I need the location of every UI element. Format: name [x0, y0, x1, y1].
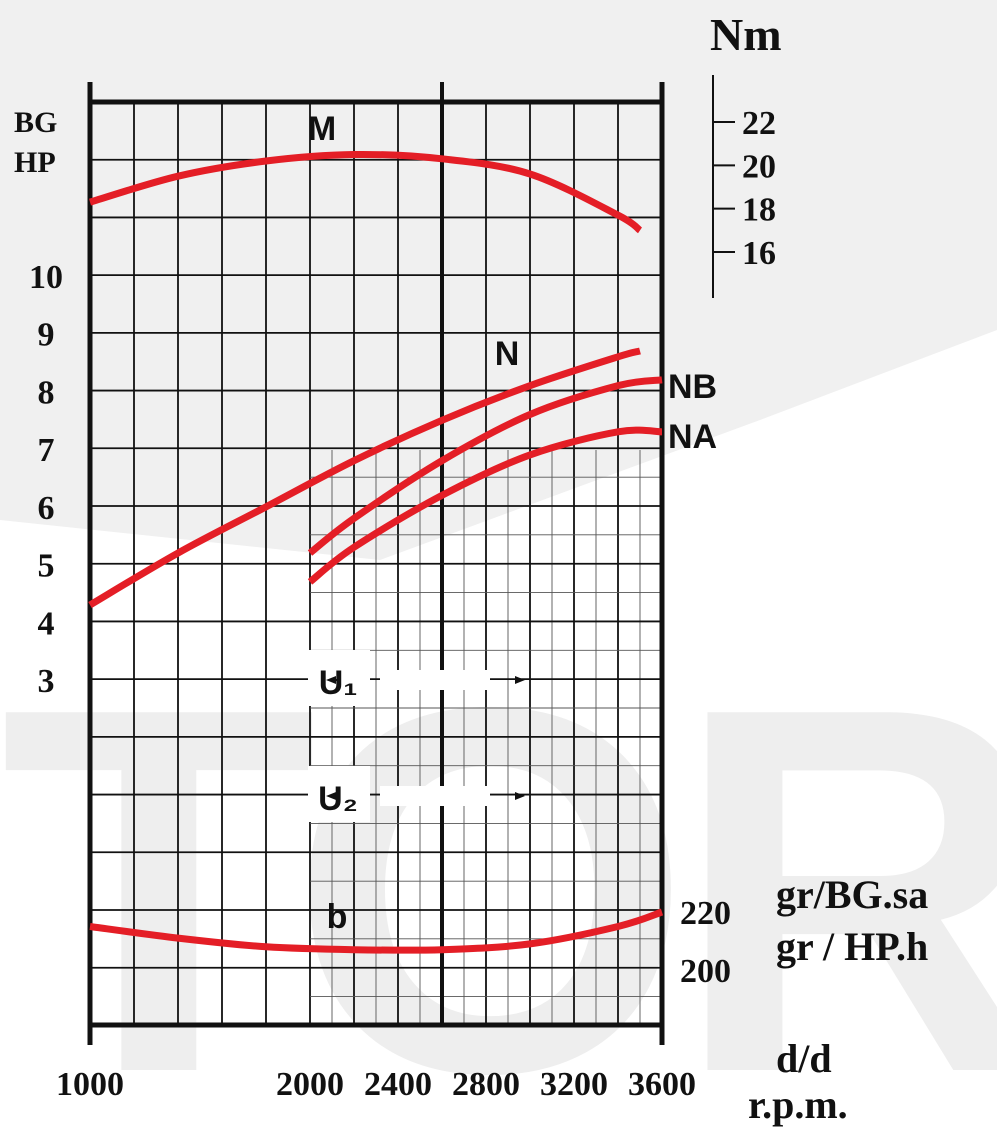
- range-label-1: U₁: [319, 664, 358, 702]
- power-tick-label: 6: [38, 490, 55, 527]
- consumption-unit-line1: gr/BG.sa: [776, 872, 928, 917]
- x-tick-label: 2000: [276, 1066, 344, 1103]
- series-label-na: NA: [668, 418, 717, 456]
- power-unit-bg: BG: [14, 106, 57, 139]
- power-tick-label: 4: [38, 605, 55, 642]
- torque-tick-label: 16: [742, 235, 776, 272]
- series-label-nb: NB: [668, 368, 717, 406]
- consumption-tick-label: 220: [680, 895, 731, 932]
- chart-labels: 16 18 20 22 3 4 5 6 7 8 9 10 200 220 1000 2000 2400 2800 3…: [29, 105, 776, 1103]
- torque-tick-label: 18: [742, 192, 776, 229]
- watermark-text: TOR: [0, 600, 997, 1129]
- range-gap-bg: [380, 670, 490, 690]
- curve-nb: [307, 376, 663, 556]
- x-tick-label: 2800: [452, 1066, 520, 1103]
- power-tick-label: 8: [38, 374, 55, 411]
- range-gap-bg: [380, 786, 490, 806]
- watermark-swoosh: [0, 0, 997, 560]
- range-arrowhead-right: [515, 676, 525, 684]
- curve-m: [89, 150, 643, 234]
- x-tick-label: 2400: [364, 1066, 432, 1103]
- power-tick-label: 7: [38, 432, 55, 469]
- curve-b: [89, 908, 664, 954]
- torque-tick-label: 22: [742, 105, 776, 142]
- torque-tick-label: 20: [742, 148, 776, 185]
- range-arrowhead-right: [515, 792, 525, 800]
- consumption-tick-label: 200: [680, 953, 731, 990]
- rpm-unit-line2: r.p.m.: [748, 1082, 848, 1127]
- rpm-unit-line1: d/d: [776, 1036, 832, 1081]
- power-tick-label: 9: [38, 317, 55, 354]
- range-label-bg: [308, 650, 370, 706]
- power-tick-label: 3: [38, 663, 55, 700]
- x-tick-label: 3200: [540, 1066, 608, 1103]
- consumption-unit-line2: gr / HP.h: [776, 924, 928, 969]
- series-label-m: M: [308, 110, 336, 148]
- torque-unit: Nm: [710, 9, 782, 60]
- power-unit-hp: HP: [14, 146, 56, 179]
- x-tick-label: 3600: [628, 1066, 696, 1103]
- curve-n: [88, 347, 641, 608]
- chart-curves: [88, 150, 664, 954]
- power-tick-label: 10: [29, 259, 63, 296]
- range-arrowhead-left: [326, 676, 336, 684]
- curve-na: [307, 426, 663, 585]
- series-label-n: N: [495, 335, 520, 373]
- x-tick-label: 1000: [56, 1066, 124, 1103]
- power-tick-label: 5: [38, 548, 55, 585]
- range-label-2: U₂: [318, 780, 358, 818]
- chart-axes: [87, 75, 735, 1045]
- range-arrowhead-left: [326, 792, 336, 800]
- range-label-bg: [308, 766, 370, 822]
- series-label-b: b: [327, 898, 348, 936]
